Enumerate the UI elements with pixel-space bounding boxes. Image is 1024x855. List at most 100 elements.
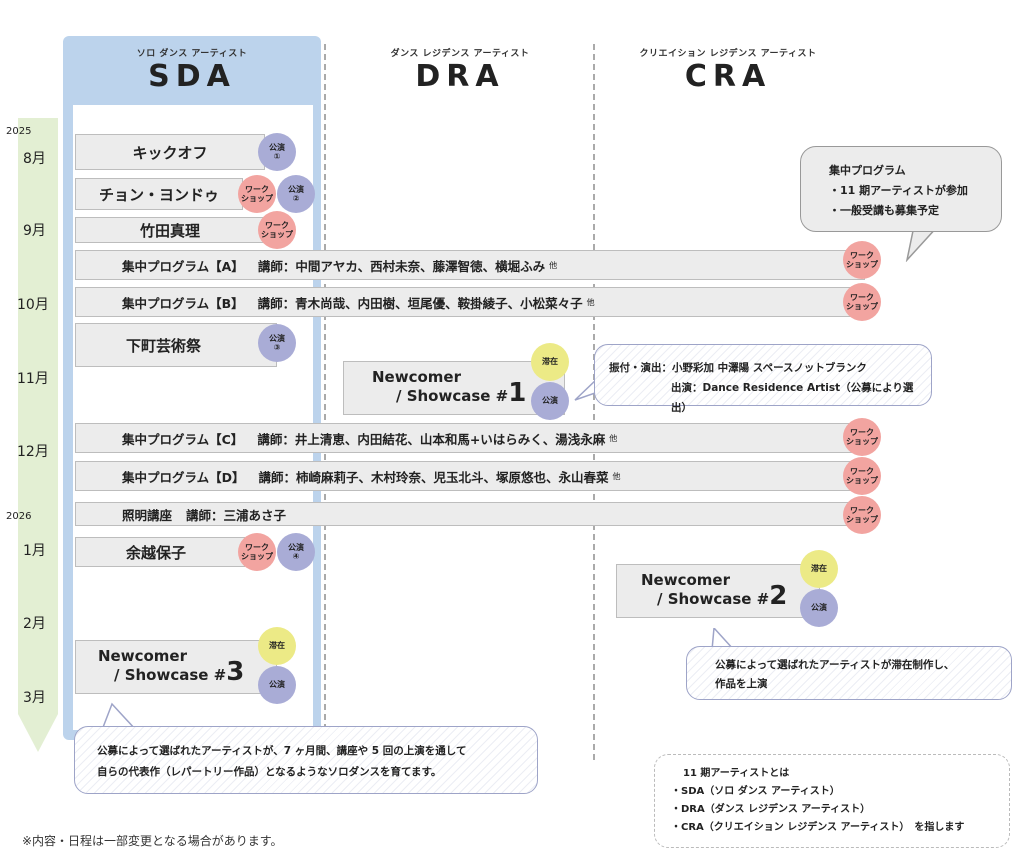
timeline-arrow [18, 118, 58, 752]
program-c-teachers: 講師：井上清恵、内田結花、山本和馬+いはらみく、湯浅永麻 [257, 431, 606, 447]
program-b-other: 他 [586, 297, 595, 307]
month-nov: 11月 [17, 371, 49, 387]
workshop-badge-program-b: ワーク ショップ [843, 283, 881, 321]
sda-callout-line1: 公募によって選ばれたアーティストが、7 ヶ月間、講座や 5 回の上演を通して [97, 745, 467, 757]
intensive-callout-title: 集中プログラム [829, 164, 906, 177]
performance-badge-nc3: 公演 [258, 666, 296, 704]
event-program-b: 集中プログラム【B】 講師：青木尚哉、内田樹、垣尾優、鞍掛綾子、小松菜々子 他 [75, 287, 865, 317]
month-oct: 10月 [17, 297, 49, 313]
dra-header: ダンス レジデンス アーティスト DRA [330, 46, 590, 94]
event-shitamachi-label: 下町芸術祭 [126, 336, 202, 355]
intensive-callout-bullet2: ・一般受講も募集予定 [829, 204, 939, 217]
legend-cra: ・CRA（クリエイション レジデンス アーティスト） を指します [671, 822, 965, 833]
month-mar: 3月 [23, 690, 46, 706]
program-a-teachers: 講師：中間アヤカ、西村未奈、藤澤智徳、横堀ふみ [257, 258, 546, 274]
legend-sda: ・SDA（ソロ ダンス アーティスト） [671, 786, 840, 797]
sda-callout-line2: 自らの代表作（レパートリー作品）となるようなソロダンスを育てます。 [97, 766, 442, 778]
month-feb: 2月 [23, 616, 46, 632]
performance-badge-nc2: 公演 [800, 589, 838, 627]
newcomer-3-line1: Newcomer [98, 647, 187, 665]
event-takeda: 竹田真理 [75, 217, 265, 243]
sda-title: SDA [148, 59, 236, 94]
artist-legend: 11 期アーティストとは ・SDA（ソロ ダンス アーティスト） ・DRA（ダン… [654, 754, 1010, 848]
workshop-badge-lighting: ワーク ショップ [843, 496, 881, 534]
month-sep: 9月 [23, 223, 46, 239]
divider-cra [593, 44, 595, 760]
event-yokoshi: 余越保子 [75, 537, 245, 567]
program-d-other: 他 [612, 471, 621, 481]
newcomer-2-line2: / Showcase # [657, 590, 770, 608]
event-shitamachi: 下町芸術祭 [75, 323, 277, 367]
residency-badge-1: 滞在 [531, 343, 569, 381]
lighting-teacher: 講師：三浦あさ子 [186, 507, 287, 523]
divider-dra [324, 44, 326, 760]
workshop-badge-jeong: ワーク ショップ [238, 175, 276, 213]
event-kickoff-label: キックオフ [132, 143, 208, 162]
newcomer-1-line1: Newcomer [372, 368, 461, 386]
event-jeong: チョン・ヨンドゥ [75, 178, 243, 210]
event-yokoshi-label: 余越保子 [126, 543, 187, 562]
dra-callout-line1: 振付・演出：小野彩加 中澤陽 スペースノットブランク [609, 362, 867, 374]
program-a-other: 他 [549, 260, 558, 270]
newcomer-1-number: 1 [508, 378, 527, 408]
intensive-callout-tail [905, 226, 940, 262]
residency-badge-3: 滞在 [258, 627, 296, 665]
cra-callout-line2: 作品を上演 [715, 678, 768, 690]
residency-badge-2: 滞在 [800, 550, 838, 588]
workshop-badge-program-c: ワーク ショップ [843, 418, 881, 456]
program-b-title: 集中プログラム【B】 [122, 295, 244, 311]
newcomer-showcase-3: Newcomer / Showcase #3 [75, 640, 277, 694]
newcomer-2-number: 2 [769, 581, 788, 611]
program-d-title: 集中プログラム【D】 [122, 469, 245, 485]
program-a-title: 集中プログラム【A】 [122, 258, 244, 274]
performance-badge-1: 公演 ① [258, 133, 296, 171]
legend-dra: ・DRA（ダンス レジデンス アーティスト） [671, 804, 871, 815]
event-program-d: 集中プログラム【D】 講師：柿崎麻莉子、木村玲奈、児玉北斗、塚原悠也、永山春菜 … [75, 461, 865, 491]
lighting-title: 照明講座 [122, 507, 173, 523]
dra-subtitle: ダンス レジデンス アーティスト [390, 49, 530, 59]
workshop-badge-takeda: ワーク ショップ [258, 211, 296, 249]
workshop-badge-program-d: ワーク ショップ [843, 457, 881, 495]
cra-header: クリエイション レジデンス アーティスト CRA [598, 46, 858, 94]
program-d-teachers: 講師：柿崎麻莉子、木村玲奈、児玉北斗、塚原悠也、永山春菜 [258, 469, 609, 485]
program-b-teachers: 講師：青木尚哉、内田樹、垣尾優、鞍掛綾子、小松菜々子 [257, 295, 583, 311]
legend-title: 11 期アーティストとは [683, 768, 790, 779]
performance-badge-4: 公演 ④ [277, 533, 315, 571]
event-takeda-label: 竹田真理 [139, 221, 200, 240]
event-kickoff: キックオフ [75, 134, 265, 170]
performance-badge-nc1: 公演 [531, 382, 569, 420]
performance-badge-3: 公演 ③ [258, 324, 296, 362]
year-2025: 2025 [6, 126, 32, 137]
program-c-title: 集中プログラム【C】 [122, 431, 244, 447]
intensive-callout: 集中プログラム ・11 期アーティストが参加 ・一般受講も募集予定 [800, 146, 1002, 232]
program-c-other: 他 [609, 433, 618, 443]
sda-callout: 公募によって選ばれたアーティストが、7 ヶ月間、講座や 5 回の上演を通して 自… [74, 726, 538, 794]
intensive-callout-bullet1: ・11 期アーティストが参加 [829, 184, 968, 197]
event-jeong-label: チョン・ヨンドゥ [98, 185, 219, 204]
newcomer-showcase-1: Newcomer / Showcase #1 [343, 361, 565, 415]
newcomer-3-number: 3 [226, 657, 245, 687]
cra-callout: 公募によって選ばれたアーティストが滞在制作し、 作品を上演 [686, 646, 1012, 700]
newcomer-showcase-2: Newcomer / Showcase #2 [616, 564, 820, 618]
newcomer-3-line2: / Showcase # [114, 666, 227, 684]
footnote: ※内容・日程は一部変更となる場合があります。 [22, 834, 283, 848]
month-jan: 1月 [23, 543, 46, 559]
newcomer-2-line1: Newcomer [641, 571, 730, 589]
cra-title: CRA [684, 59, 772, 94]
month-aug: 8月 [23, 151, 46, 167]
newcomer-1-line2: / Showcase # [396, 387, 509, 405]
sda-header: ソロ ダンス アーティスト SDA [63, 46, 321, 94]
month-dec: 12月 [17, 444, 49, 460]
year-2026: 2026 [6, 511, 32, 522]
workshop-badge-program-a: ワーク ショップ [843, 241, 881, 279]
event-program-a: 集中プログラム【A】 講師：中間アヤカ、西村未奈、藤澤智徳、横堀ふみ 他 [75, 250, 865, 280]
event-program-c: 集中プログラム【C】 講師：井上清恵、内田結花、山本和馬+いはらみく、湯浅永麻 … [75, 423, 865, 453]
sda-subtitle: ソロ ダンス アーティスト [136, 49, 248, 59]
dra-title: DRA [415, 59, 505, 94]
event-lighting: 照明講座 講師：三浦あさ子 [75, 502, 865, 526]
cra-callout-line1: 公募によって選ばれたアーティストが滞在制作し、 [715, 659, 955, 671]
dra-callout-line2: 出演：Dance Residence Artist（公募により選出） [671, 382, 914, 414]
performance-badge-2: 公演 ② [277, 175, 315, 213]
dra-callout: 振付・演出：小野彩加 中澤陽 スペースノットブランク 出演：Dance Resi… [594, 344, 932, 414]
cra-subtitle: クリエイション レジデンス アーティスト [639, 49, 817, 59]
